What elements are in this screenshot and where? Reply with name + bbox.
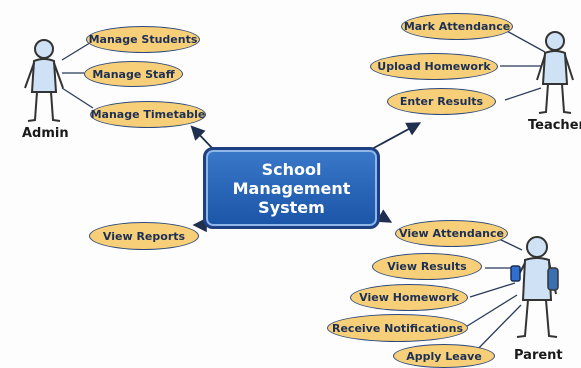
use-case-view-reports: View Reports	[89, 222, 199, 250]
connector-teacher-mark-attendance	[504, 29, 546, 53]
parent-backpack-icon	[547, 267, 559, 291]
use-case-manage-timetable: Manage Timetable	[90, 101, 206, 128]
teacher-label: Teacher	[528, 118, 581, 133]
connector-parent-view-homework	[469, 282, 516, 298]
system-box: School Management System	[203, 147, 380, 229]
admin-actor-icon	[24, 39, 64, 122]
use-case-view-attendance: View Attendance	[395, 220, 508, 247]
use-case-upload-homework: Upload Homework	[370, 53, 498, 80]
use-case-mark-attendance: Mark Attendance	[401, 13, 513, 40]
arrow-to-teacher	[369, 122, 422, 151]
connector-parent-view-attendance	[496, 237, 523, 251]
use-case-apply-leave: Apply Leave	[393, 344, 495, 368]
teacher-actor-icon	[536, 31, 574, 114]
admin-label: Admin	[22, 126, 69, 141]
arrow-to-admin	[190, 125, 215, 151]
system-title: School Management System	[232, 159, 351, 217]
use-case-manage-students: Manage Students	[86, 26, 200, 53]
connector-parent-receive-notifications	[463, 294, 518, 329]
use-case-view-homework: View Homework	[350, 284, 468, 311]
parent-label: Parent	[514, 348, 563, 363]
use-case-receive-notifications: Receive Notifications	[327, 314, 468, 342]
use-case-enter-results: Enter Results	[387, 88, 496, 115]
use-case-view-results: View Results	[372, 253, 482, 280]
connector-admin-manage-timetable	[61, 87, 94, 109]
connector-teacher-enter-results	[504, 87, 542, 101]
use-case-manage-staff: Manage Staff	[84, 61, 183, 87]
parent-phone-icon	[510, 265, 521, 282]
